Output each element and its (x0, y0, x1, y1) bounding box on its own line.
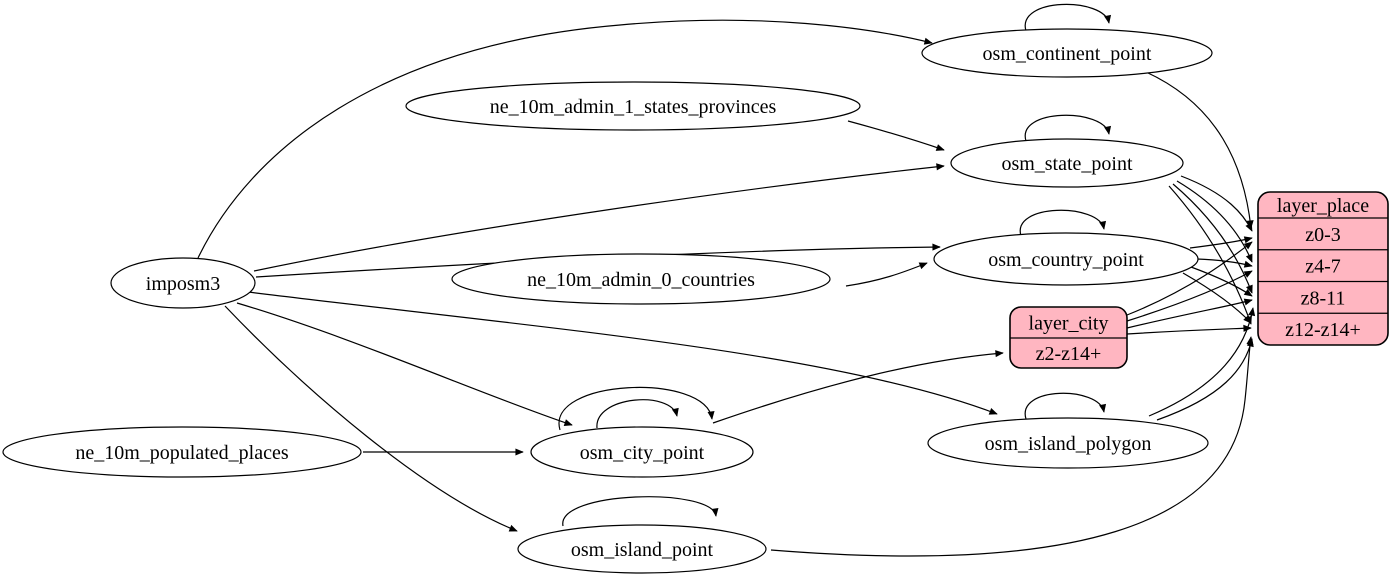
edge-osm_city_point-to-layer_city:z2-z14+ (712, 350, 1004, 424)
node-label-ne_10m_admin_0_countries: ne_10m_admin_0_countries (527, 269, 755, 291)
edge-osm_city_point-to-osm_city_point (558, 386, 715, 431)
edge-layer_city-to-layer_place:z4-7 (1126, 270, 1253, 322)
edge-osm_continent_point-to-osm_continent_point (1024, 3, 1112, 32)
node-ne_10m_populated_places: ne_10m_populated_places (2, 426, 362, 478)
record-row-layer_place-z4-7: z4-7 (1305, 256, 1341, 278)
node-ellipse-osm_city_point (530, 426, 754, 478)
node-osm_island_polygon: osm_island_polygon (927, 417, 1209, 469)
edge-imposm3-to-osm_island_point (224, 305, 518, 532)
node-osm_island_point: osm_island_point (517, 524, 767, 574)
node-label-osm_state_point: osm_state_point (1001, 153, 1133, 175)
edge-imposm3-to-osm_island_polygon (247, 291, 998, 415)
node-ellipse-osm_country_point (933, 232, 1199, 286)
record-row-layer_place-z0-3: z0-3 (1305, 224, 1341, 246)
edge-osm_country_point-to-osm_country_point (1019, 209, 1107, 237)
edge-layer_city-to-layer_place:z0-3 (1126, 241, 1253, 316)
record-row-layer_place-z12-z14+: z12-z14+ (1285, 319, 1361, 341)
node-ellipse-imposm3 (110, 257, 256, 309)
record-row-layer_city-z2-z14+: z2-z14+ (1036, 343, 1102, 365)
node-osm_city_point: osm_city_point (530, 426, 754, 478)
edge-osm_island_polygon-to-layer_place:z12-z14+ (1156, 338, 1254, 421)
edge-osm_island_polygon-to-layer_place:z8-11 (1148, 307, 1256, 417)
edge-osm_state_point-to-layer_place:z0-3 (1180, 175, 1253, 232)
edge-imposm3-to-osm_continent_point (197, 19, 933, 259)
edge-osm_city_point-to-osm_city_point (596, 399, 679, 429)
node-imposm3: imposm3 (110, 257, 256, 309)
record-title-layer_city: layer_city (1029, 313, 1109, 335)
edge-ne_10m_admin_1_states_provinces-to-osm_state_point (847, 120, 945, 151)
record-box-layer_place (1257, 191, 1389, 346)
edge-osm_island_polygon-to-osm_island_polygon (1024, 392, 1107, 420)
record-layer_city: layer_city z2-z14+ (1009, 306, 1128, 369)
node-osm_country_point: osm_country_point (933, 232, 1199, 286)
record-title-layer_place: layer_place (1277, 195, 1369, 217)
node-label-ne_10m_populated_places: ne_10m_populated_places (75, 442, 288, 464)
edge-osm_state_point-to-layer_place:z4-7 (1176, 180, 1253, 263)
node-ne_10m_admin_0_countries: ne_10m_admin_0_countries (451, 253, 831, 305)
edge-imposm3-to-osm_city_point (236, 302, 573, 426)
node-osm_state_point: osm_state_point (950, 138, 1184, 188)
node-ellipse-osm_state_point (950, 138, 1184, 188)
node-label-osm_city_point: osm_city_point (580, 442, 705, 464)
node-ellipse-osm_continent_point (921, 28, 1213, 78)
node-osm_continent_point: osm_continent_point (921, 28, 1213, 78)
edge-osm_state_point-to-layer_place:z12-z14+ (1168, 185, 1252, 325)
node-ellipse-osm_island_polygon (927, 417, 1209, 469)
edge-ne_10m_admin_0_countries-to-osm_country_point (845, 262, 928, 287)
node-label-osm_country_point: osm_country_point (988, 249, 1144, 271)
node-ne_10m_admin_1_states_provinces: ne_10m_admin_1_states_provinces (405, 81, 861, 131)
node-label-osm_island_point: osm_island_point (571, 539, 714, 561)
node-ellipse-ne_10m_populated_places (2, 426, 362, 478)
edge-layer_city-to-layer_place:z8-11 (1126, 298, 1253, 329)
edge-imposm3-to-osm_state_point (253, 163, 945, 272)
edge-osm_country_point-to-layer_place:z4-7 (1196, 258, 1253, 268)
record-row-layer_place-z8-11: z8-11 (1301, 287, 1346, 309)
edge-osm_island_point-to-layer_place:z12-z14+ (770, 336, 1254, 557)
edge-osm_island_point-to-osm_island_point (562, 496, 719, 527)
node-label-osm_continent_point: osm_continent_point (983, 43, 1152, 65)
edge-layer_city-to-layer_place:z12-z14+ (1126, 324, 1252, 335)
node-label-osm_island_polygon: osm_island_polygon (985, 433, 1152, 455)
node-ellipse-ne_10m_admin_1_states_provinces (405, 81, 861, 131)
node-label-imposm3: imposm3 (146, 273, 220, 295)
edge-osm_state_point-to-osm_state_point (1024, 114, 1112, 142)
node-label-ne_10m_admin_1_states_provinces: ne_10m_admin_1_states_provinces (490, 96, 777, 118)
record-layer_place: layer_place z0-3 z4-7 z8-11 z12-z14+ (1257, 191, 1389, 346)
node-ellipse-osm_island_point (517, 524, 767, 574)
edge-osm_country_point-to-layer_place:z0-3 (1189, 236, 1253, 249)
node-ellipse-ne_10m_admin_0_countries (451, 253, 831, 305)
edge-osm_continent_point-to-layer_place:z0-3 (1145, 71, 1254, 229)
edge-osm_country_point-to-layer_place:z12-z14+ (1182, 272, 1252, 324)
